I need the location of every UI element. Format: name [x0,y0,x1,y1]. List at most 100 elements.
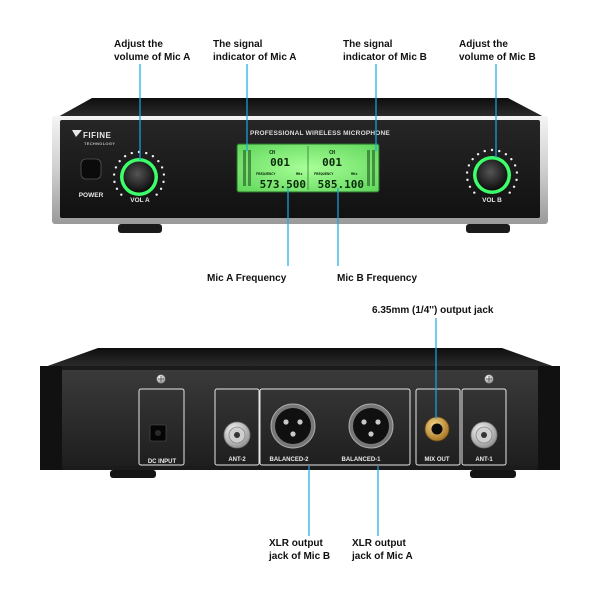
callout-vol-a-line1: Adjust the [114,39,163,50]
ant2-bnc-connector[interactable] [223,421,251,449]
vol-b-cap [476,159,508,191]
callout-vol-b-line1: Adjust the [459,39,508,50]
volume-scale-dot [490,148,494,152]
vol-b-label: VOL B [482,197,502,204]
volume-scale-dot [471,157,474,161]
lcd-unit-b: MHz [351,172,358,176]
dc-input-pin [155,430,161,436]
volume-scale-dot [515,171,519,174]
model-title: PROFESSIONAL WIRELESS MICROPHONE [250,130,390,137]
callout-signal-b-line2: indicator of Mic B [343,52,427,63]
vol-a-scale [112,150,166,196]
volume-scale-dot [145,151,148,155]
lcd-ch-label-b: CH [329,150,335,156]
callout-leaders [139,64,497,536]
callout-xlr-b-line1: XLR output [269,538,324,549]
volume-scale-dot [157,159,160,163]
volume-scale-dot [114,166,118,169]
rear-foot-right [470,470,516,478]
volume-scale-dot [508,191,511,194]
vol-a-cap [123,161,155,193]
volume-scale-dot [151,155,155,158]
volume-scale-dot [483,149,486,153]
ant1-bnc-connector[interactable] [470,421,498,449]
lcd-display: CH CH 001 001 FREQUENCY MHz FREQUENCY MH… [236,143,380,193]
signal-indicator-b [367,150,375,186]
volume-scale-dot [130,151,133,155]
callout-xlr-a-line1: XLR output [352,538,407,549]
callout-labels: Adjust the volume of Mic A The signal in… [114,39,536,562]
lcd-frequency-b: 585.100 [318,178,364,191]
screw-icon [484,374,494,384]
volume-scale-dot [473,191,476,194]
volume-scale-dot [498,149,501,153]
vol-b-scale [465,148,519,194]
xlr-frame [259,388,411,466]
rear-side-right [538,366,560,470]
brand-logo-mark [72,130,82,137]
volume-scale-dot [120,193,123,196]
dc-input-label: DC INPUT [148,459,177,465]
brand-logo: FIFINE TECHNOLOGY [72,130,115,146]
ant1-frame [461,388,507,466]
xlr-balanced-1-connector[interactable] [348,403,394,449]
volume-scale-dot [476,153,480,156]
volume-scale-dot [155,193,158,196]
volume-scale-dot [118,159,121,163]
volume-scale-dot [512,185,516,188]
lcd-freq-label-b: FREQUENCY [314,172,334,176]
volume-scale-dot [466,178,469,182]
lcd-frequency-a: 573.500 [260,178,306,191]
screw-icon [156,374,166,384]
front-foot-right [466,224,510,233]
brand-subtitle: TECHNOLOGY [84,141,115,146]
ant2-frame [214,388,260,466]
front-top-case [56,98,546,118]
volume-scale-dot [162,180,165,184]
balanced-2-label: BALANCED-2 [270,457,310,463]
callout-freq-b: Mic B Frequency [337,273,417,284]
volume-scale-dot [123,155,127,158]
volume-scale-dot [467,164,471,167]
volume-scale-dot [515,178,518,182]
volume-scale-dot [465,171,469,174]
front-unit: FIFINE TECHNOLOGY PROFESSIONAL WIRELESS … [52,98,548,233]
rear-side-left [40,366,62,470]
vol-a-label: VOL A [130,197,150,204]
rear-foot-left [110,470,156,478]
ant1-label: ANT-1 [475,457,493,463]
callout-xlr-b-line2: jack of Mic B [268,551,330,562]
callout-signal-a-line2: indicator of Mic A [213,52,297,63]
brand-name: FIFINE [83,131,111,140]
rear-top-case [42,348,558,368]
callout-signal-b-line1: The signal [343,39,393,50]
vol-a-knob[interactable] [112,150,166,196]
callout-vol-b-line2: volume of Mic B [459,52,536,63]
power-button[interactable] [80,158,102,180]
volume-scale-dot [513,164,517,167]
callout-xlr-a-line2: jack of Mic A [351,551,413,562]
volume-scale-dot [113,180,116,184]
volume-scale-dot [112,173,116,176]
callout-vol-a-line2: volume of Mic A [114,52,190,63]
front-foot-left [118,224,162,233]
mix-out-label: MIX OUT [425,457,450,463]
lcd-unit-a: MHz [296,172,303,176]
xlr-balanced-2-connector[interactable] [270,403,316,449]
volume-scale-dot [159,187,163,190]
lcd-channel-a: 001 [270,156,290,169]
rear-unit: DC INPUT ANT-2 BALANCED-2 BALANCED-1 [40,348,560,478]
mix-out-jack[interactable] [424,416,450,442]
balanced-1-label: BALANCED-1 [342,457,382,463]
callout-signal-a-line1: The signal [213,39,263,50]
volume-scale-dot [510,157,513,161]
power-label: POWER [79,192,104,199]
volume-scale-dot [162,173,166,176]
callout-freq-a: Mic A Frequency [207,273,287,284]
signal-indicator-a [243,150,251,186]
vol-b-knob[interactable] [465,148,519,194]
volume-scale-dot [115,187,119,190]
volume-scale-dot [160,166,164,169]
lcd-ch-label-a: CH [269,150,275,156]
